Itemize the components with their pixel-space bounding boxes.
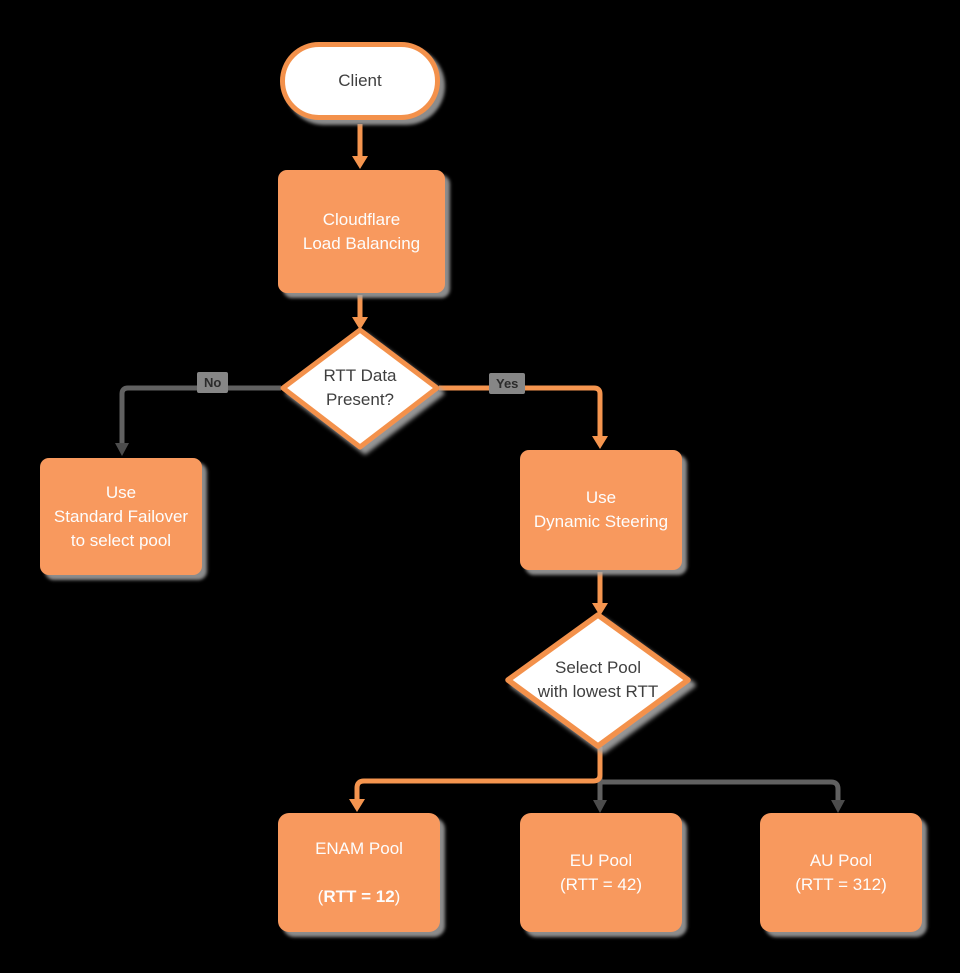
node-enam-pool: ENAM Pool (RTT = 12) xyxy=(278,813,440,932)
enam-pool-name: ENAM Pool xyxy=(315,838,403,858)
node-au-pool: AU Pool (RTT = 312) xyxy=(760,813,922,932)
arrowhead-client-to-lb xyxy=(352,156,368,169)
node-eu-pool: EU Pool (RTT = 42) xyxy=(520,813,682,932)
arrowhead-lb-to-decision xyxy=(352,317,368,330)
enam-rtt-suffix: ) xyxy=(394,886,401,906)
enam-pool-rtt: (RTT = 12) xyxy=(315,885,403,909)
enam-rtt-value-bold: RTT = 12 xyxy=(323,886,395,906)
node-cloudflare-load-balancing: Cloudflare Load Balancing xyxy=(278,170,445,293)
node-select-pool-diamond xyxy=(505,612,691,749)
edge-label-yes: Yes xyxy=(489,373,526,394)
arrowhead-steering-to-select xyxy=(592,603,608,616)
edge-label-no: No xyxy=(197,372,229,393)
edge-no-line xyxy=(119,385,281,444)
arrowhead-no xyxy=(115,443,129,456)
arrowhead-au xyxy=(831,800,845,813)
node-rtt-present-label: RTT Data Present? xyxy=(323,366,397,409)
enam-rtt-prefix: ( xyxy=(317,886,324,906)
node-dynamic-steering: Use Dynamic Steering xyxy=(520,450,682,570)
arrowhead-enam xyxy=(349,799,365,812)
node-client: Client xyxy=(280,42,440,120)
node-standard-failover: Use Standard Failover to select pool xyxy=(40,458,202,575)
node-enam-pool-label: ENAM Pool (RTT = 12) xyxy=(315,813,403,933)
arrowhead-eu xyxy=(593,800,607,813)
edge-au-line xyxy=(602,779,841,800)
edge-yes-line xyxy=(439,385,603,436)
arrowhead-yes xyxy=(592,436,608,449)
node-select-pool-label: Select Pool with lowest RTT xyxy=(537,658,659,701)
edge-enam-line xyxy=(354,747,603,799)
node-rtt-present-diamond xyxy=(280,327,440,450)
